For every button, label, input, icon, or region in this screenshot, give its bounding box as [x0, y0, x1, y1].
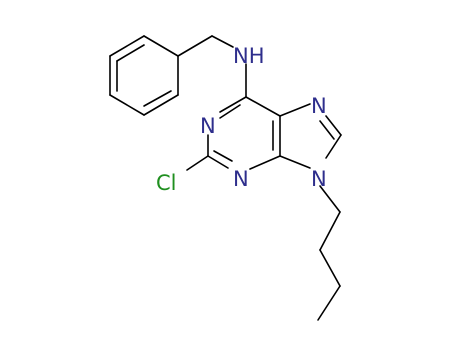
c2-n3-bond [207, 155, 229, 169]
benzene-double-bond [116, 44, 145, 62]
butyl-bond [317, 285, 341, 321]
nh-atom-label: NH [233, 44, 265, 68]
butyl-bond [319, 249, 341, 287]
bond-lines [109, 35, 342, 321]
c6-n1-double-bond [219, 104, 241, 119]
c5-c6-bond [245, 96, 281, 117]
n7-c8-bond [325, 115, 342, 136]
n3-c4-bond [249, 155, 281, 170]
butyl-bond [319, 185, 341, 213]
c6-n1-bond [219, 96, 247, 113]
n7-c8-double-bond [319, 120, 335, 140]
n7-atom-label: N [311, 94, 327, 118]
benzene-bond [109, 94, 145, 116]
c8-n9-bond [325, 134, 342, 159]
benzene-bond [143, 35, 179, 57]
benzene-double-bond [143, 90, 172, 107]
n9-c4-bond [279, 155, 311, 169]
n3-atom-label: N [233, 167, 249, 191]
ch2-nh-bond [211, 35, 234, 48]
benzene-bond [109, 35, 145, 57]
butyl-bond [319, 211, 341, 251]
c2-n3-double-bond [213, 150, 233, 162]
c2-cl-bond [186, 155, 209, 171]
n9-atom-label: N [311, 167, 327, 191]
n1-atom-label: N [200, 114, 216, 138]
cl-atom-label: Cl [156, 171, 177, 195]
c5-n7-bond [279, 103, 311, 117]
benzyl-bond [177, 35, 213, 57]
benzene-bond [143, 94, 179, 116]
